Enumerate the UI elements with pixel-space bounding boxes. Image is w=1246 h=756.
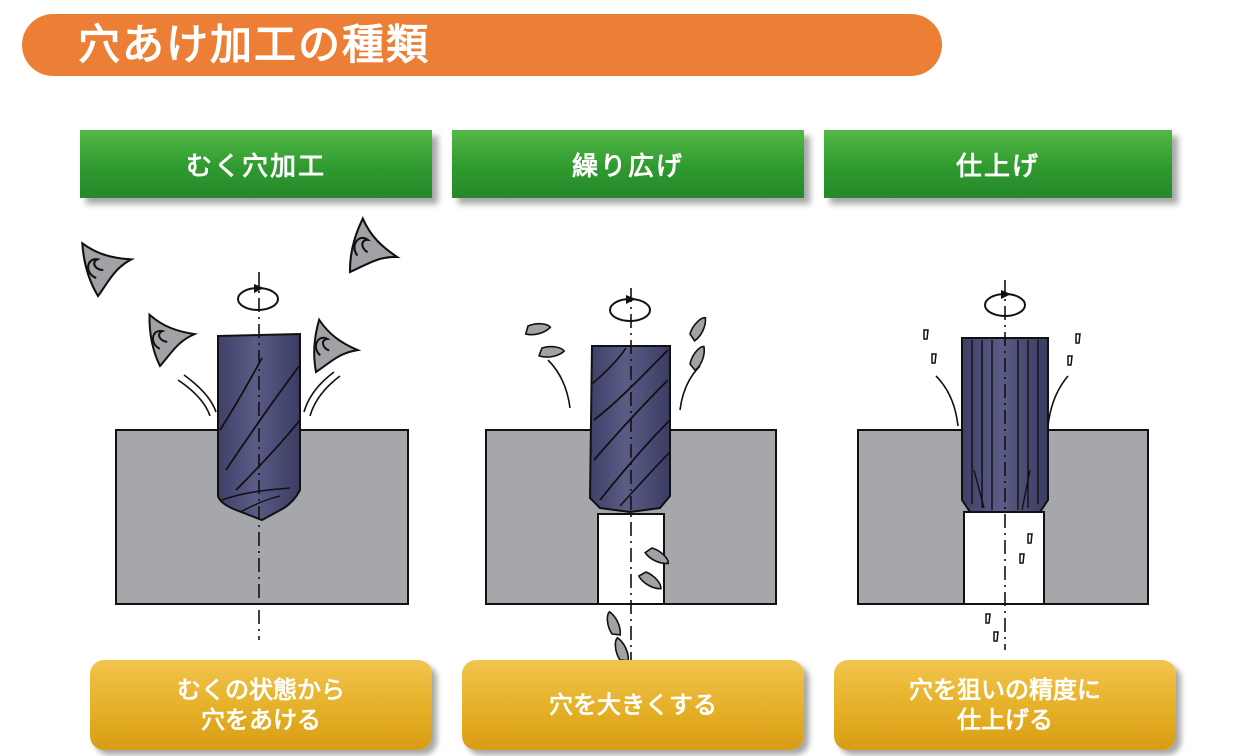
title-bar: 穴あけ加工の種類 — [22, 14, 942, 76]
desc-solid-drilling: むくの状態から 穴をあける — [90, 660, 432, 750]
solid-drilling-diagram — [62, 212, 409, 640]
counterbore-tool — [588, 345, 671, 514]
desc-counterboring: 穴を大きくする — [462, 660, 804, 750]
header-solid-drilling-label: むく穴加工 — [185, 151, 326, 182]
counterboring-diagram — [485, 288, 777, 664]
finishing-diagram — [857, 280, 1149, 650]
header-counterboring-label: 繰り広げ — [571, 151, 684, 182]
bored-hole — [963, 511, 1045, 605]
page-title: 穴あけ加工の種類 — [78, 20, 431, 69]
desc-finishing-text: 穴を狙いの精度に 仕上げる — [909, 676, 1101, 734]
desc-solid-drilling-text: むくの状態から 穴をあける — [177, 676, 345, 734]
desc-counterboring-text: 穴を大きくする — [549, 691, 717, 719]
header-counterboring: 繰り広げ — [452, 130, 804, 198]
header-finishing-label: 仕上げ — [955, 151, 1040, 182]
header-solid-drilling: むく穴加工 — [80, 130, 432, 198]
header-finishing: 仕上げ — [824, 130, 1172, 198]
desc-finishing: 穴を狙いの精度に 仕上げる — [834, 660, 1176, 750]
reamer-tool — [961, 337, 1049, 513]
drill-tool — [217, 332, 301, 522]
